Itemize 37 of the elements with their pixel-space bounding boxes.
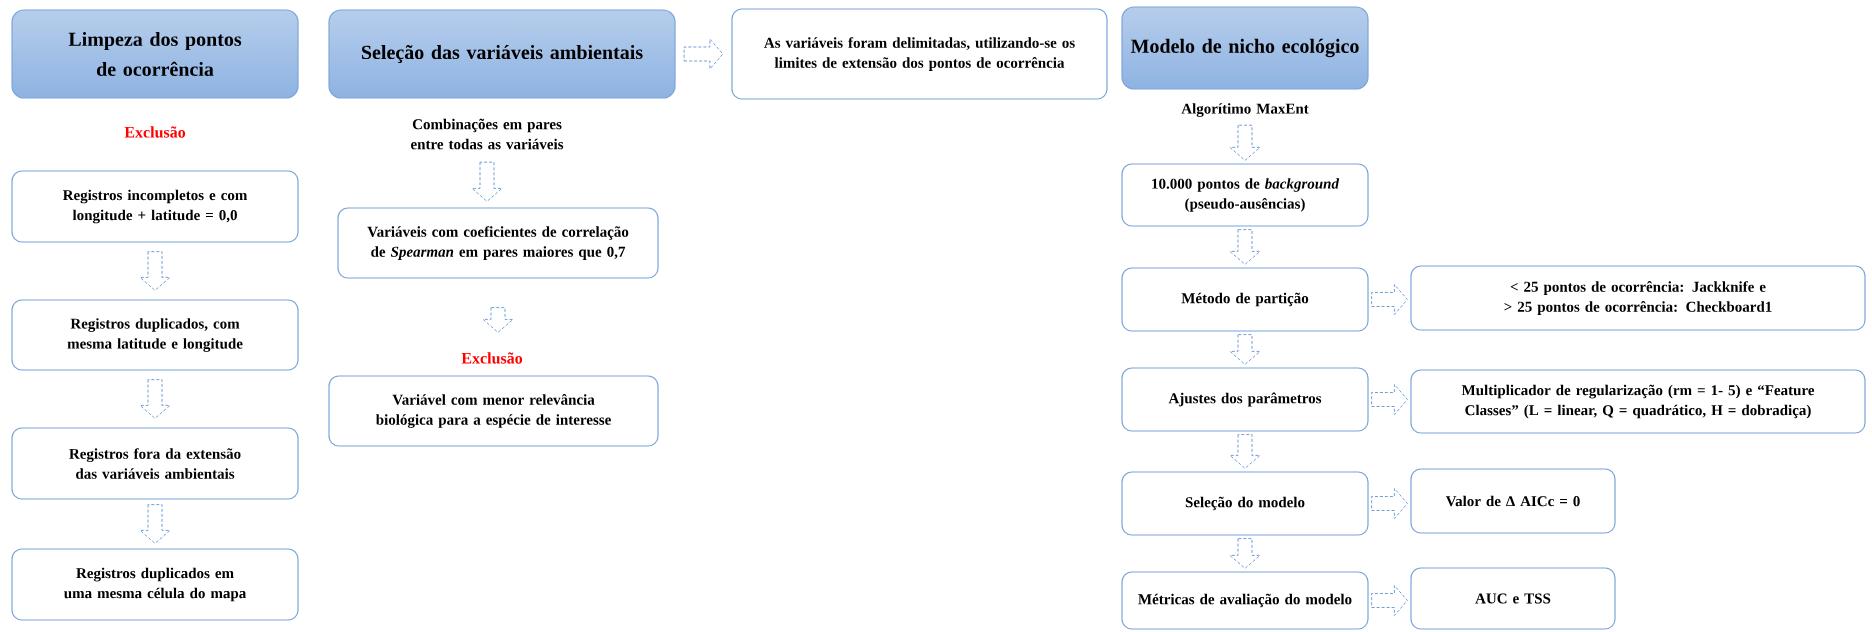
block-arrow	[1371, 585, 1408, 616]
process-box: Métricas de avaliação do modelo	[1121, 571, 1369, 630]
process-box: 10.000 pontos de background (pseudo-ausências)	[1121, 163, 1369, 227]
block-arrow	[683, 38, 724, 70]
block-arrow	[1229, 434, 1261, 469]
block-arrow	[139, 379, 171, 419]
block-arrow	[1371, 488, 1408, 519]
process-box: Multiplicador de regularização (rm = 1- 5) e “Feature Classes” (L = linear, Q = quadrático, H = dobradiça)	[1410, 369, 1866, 434]
exclusion-label: Exclusão	[124, 126, 186, 138]
process-box: Variáveis com coeficientes de correlação de Spearman em pares maiores que 0,7	[337, 207, 659, 279]
process-box: Registros duplicados, com mesma latitude e longitude	[11, 299, 299, 371]
step-text: Combinações em pares entre todas as variáveis	[411, 118, 564, 150]
header-box: Seleção das variáveis ambientais	[328, 9, 676, 99]
block-arrow	[139, 504, 171, 544]
process-box: Registros fora da extensão das variáveis ambientais	[11, 427, 299, 500]
process-box: AUC e TSS	[1410, 567, 1616, 630]
process-box: As variáveis foram delimitadas, utilizando-se os limites de extensão dos pontos de ocorrência	[731, 8, 1108, 100]
block-arrow	[1371, 284, 1408, 315]
step-text: Algorítimo MaxEnt	[1181, 103, 1309, 117]
process-box: Variável com menor relevância biológica para a espécie de interesse	[328, 375, 659, 447]
block-arrow	[1229, 538, 1261, 569]
block-arrow	[139, 251, 171, 291]
block-arrow	[1229, 334, 1261, 365]
block-arrow	[471, 161, 503, 202]
process-box: Registros duplicados em uma mesma célula do mapa	[11, 548, 299, 621]
process-box: Valor de ∆ AICc = 0	[1410, 468, 1616, 534]
block-arrow	[482, 307, 514, 333]
header-box: Modelo de nicho ecológico	[1121, 6, 1369, 90]
block-arrow	[1371, 384, 1408, 415]
process-box: Seleção do modelo	[1121, 471, 1369, 536]
process-box: Ajustes dos parâmetros	[1121, 367, 1369, 432]
block-arrow	[1229, 229, 1261, 265]
block-arrow	[1229, 124, 1261, 161]
process-box: Registros incompletos e com longitude + latitude = 0,0	[11, 170, 299, 243]
process-box: Método de partição	[1121, 267, 1369, 332]
process-box: < 25 pontos de ocorrência: Jackknife e > 25 pontos de ocorrência: Checkboard1	[1410, 265, 1866, 331]
header-box: Limpeza dos pontos de ocorrência	[11, 9, 299, 99]
